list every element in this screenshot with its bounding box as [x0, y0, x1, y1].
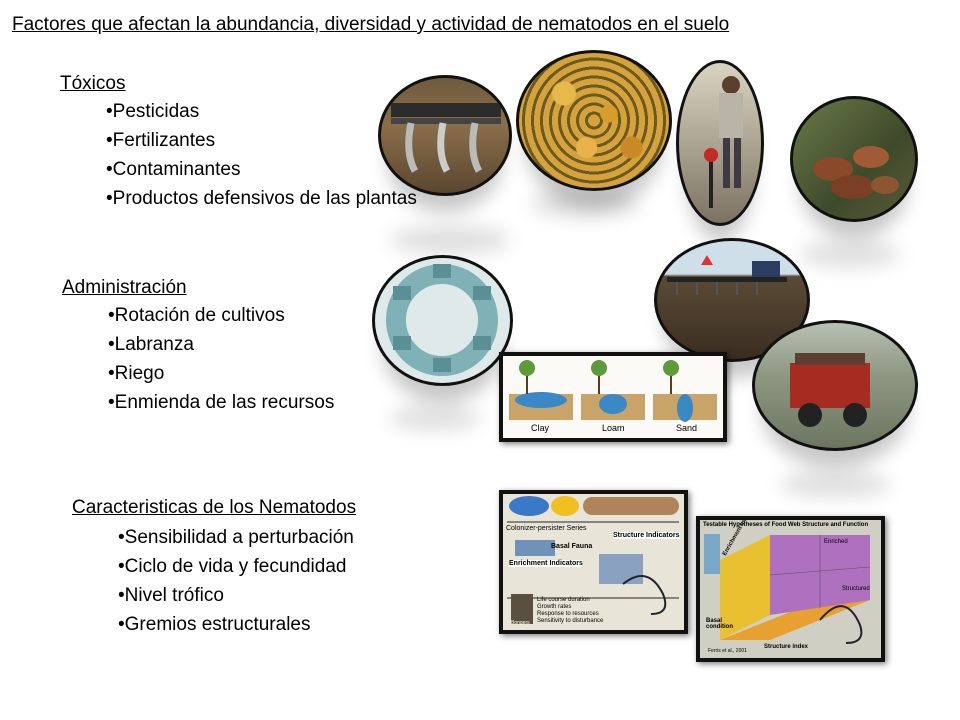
- sensitivity-label: Sensitivity to disturbance: [537, 618, 604, 624]
- structured-label: Structured: [842, 586, 870, 592]
- list-item: Labranza: [108, 330, 334, 359]
- crop-rotation-cycle-photo: [372, 255, 513, 386]
- soil-types-diagram: Clay Loam Sand: [499, 352, 727, 442]
- decorative-shadow: [780, 470, 890, 498]
- section-heading-administracion: Administración: [62, 277, 187, 298]
- soil-label-loam: Loam: [602, 423, 625, 433]
- flower-field-photo: [516, 50, 672, 191]
- list-item: Fertilizantes: [106, 126, 417, 155]
- bongers-label: Bongers: [511, 620, 530, 626]
- list-item: Rotación de cultivos: [108, 301, 334, 330]
- list-caracteristicas: Sensibilidad a perturbación Ciclo de vid…: [118, 523, 354, 639]
- list-item: Contaminantes: [106, 155, 417, 184]
- soil-label-clay: Clay: [531, 423, 550, 433]
- list-item: Enmienda de las recursos: [108, 388, 335, 417]
- list-item: Productos defensivos de las plantas: [106, 184, 417, 213]
- decorative-shadow: [390, 405, 480, 431]
- list-item: Riego: [108, 359, 334, 388]
- plow-photo: [378, 75, 512, 196]
- decorative-shadow: [390, 225, 510, 255]
- page-title: Factores que afectan la abundancia, dive…: [12, 14, 730, 35]
- section-heading-caracteristicas: Caracteristicas de los Nematodos: [72, 497, 357, 518]
- section-heading-toxicos: Tóxicos: [60, 73, 126, 94]
- foodweb-credit: Ferris et al., 2001: [708, 648, 747, 654]
- cp-series-label: Colonizer-persister Series: [506, 525, 587, 532]
- toxic-barrels-photo: [790, 96, 918, 222]
- enriched-label: Enriched: [824, 539, 848, 545]
- list-administracion: Rotación de cultivos Labranza Riego Enmi…: [108, 301, 335, 417]
- list-item: Nivel trófico: [118, 581, 354, 610]
- list-item: Gremios estructurales: [118, 610, 354, 639]
- decorative-shadow: [530, 190, 640, 218]
- list-item: Pesticidas: [106, 97, 417, 126]
- nematode-indicators-diagram: Colonizer-persister Series Basal Fauna S…: [499, 490, 688, 634]
- soil-injection-photo: [676, 60, 764, 226]
- manure-spreader-photo: [752, 320, 918, 451]
- list-item: Ciclo de vida y fecundidad: [118, 552, 354, 581]
- list-toxicos: Pesticidas Fertilizantes Contaminantes P…: [106, 97, 417, 213]
- response-resources-label: Response to resources: [537, 611, 599, 617]
- life-course-label: Life course duration: [537, 597, 590, 603]
- basal-condition-label: Basal condition: [706, 618, 733, 630]
- growth-rates-label: Growth rates: [537, 604, 572, 610]
- soil-label-sand: Sand: [676, 423, 698, 433]
- foodweb-hypotheses-diagram: Testable Hypotheses of Food Web Structur…: [696, 516, 885, 662]
- structure-index-label: Structure index: [764, 644, 809, 650]
- list-item: Sensibilidad a perturbación: [118, 523, 354, 552]
- structure-indicators-label: Structure Indicators: [613, 532, 680, 539]
- basal-fauna-label: Basal Fauna: [551, 543, 593, 550]
- decorative-shadow: [800, 240, 900, 268]
- enrichment-indicators-label: Enrichment Indicators: [509, 560, 583, 567]
- foodweb-title: Testable Hypotheses of Food Web Structur…: [703, 522, 869, 528]
